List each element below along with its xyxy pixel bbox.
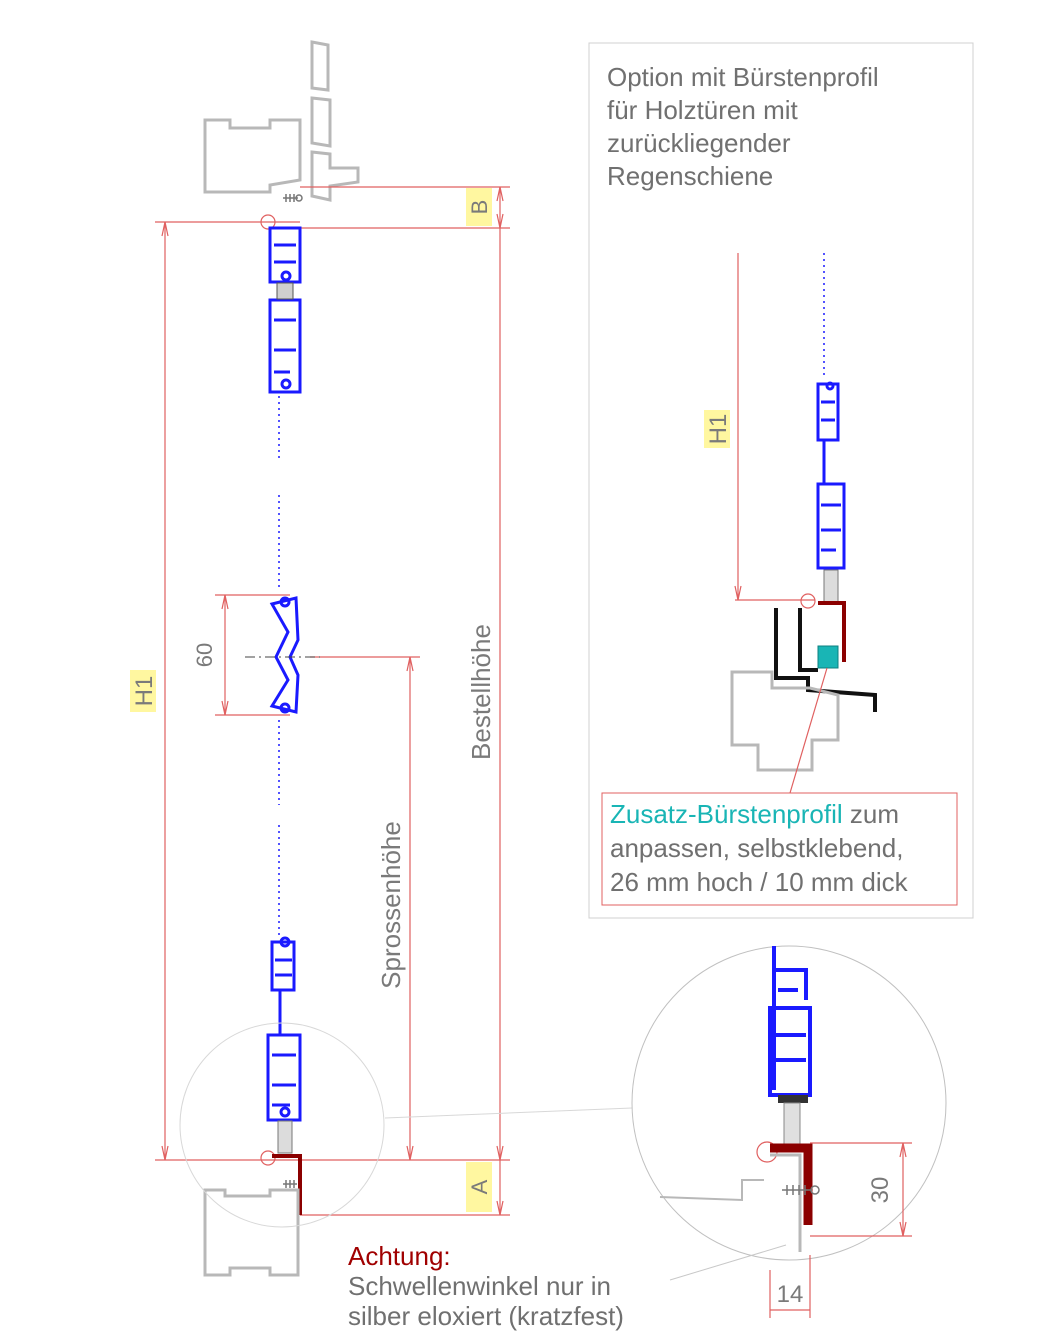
dim-label-h1-left: H1 bbox=[131, 676, 158, 707]
detail-threshold-silver bbox=[770, 1153, 802, 1252]
warning-leader bbox=[669, 1244, 787, 1281]
zusatz-line-3: 26 mm hoch / 10 mm dick bbox=[610, 867, 909, 897]
bottom-door-frame bbox=[203, 1188, 300, 1277]
upper-brush bbox=[276, 282, 294, 300]
zusatz-leader bbox=[789, 667, 828, 794]
option-profile bbox=[816, 381, 846, 570]
zusatz-highlight: Zusatz-Bürstenprofil bbox=[610, 799, 843, 829]
detail-profile bbox=[768, 946, 812, 1097]
zusatz-note-text: Zusatz-Bürstenprofil zum anpassen, selbs… bbox=[610, 799, 909, 897]
dimension-lines-left bbox=[155, 186, 510, 1216]
option-line-1: Option mit Bürstenprofil bbox=[607, 62, 879, 92]
dim-label-b: B bbox=[467, 200, 492, 215]
zusatz-line-1: Zusatz-Bürstenprofil zum bbox=[610, 799, 899, 829]
detail-frame bbox=[659, 1179, 764, 1202]
rain-rail bbox=[774, 608, 877, 712]
option-wood-frame bbox=[730, 670, 840, 772]
detail-dimensions bbox=[769, 1142, 912, 1318]
option-threshold-angle bbox=[818, 601, 846, 662]
dim-label-30: 30 bbox=[867, 1177, 894, 1204]
option-box bbox=[588, 42, 974, 919]
a-tag bbox=[466, 1162, 492, 1212]
dim-label-sprossenhoehe: Sprossenhöhe bbox=[376, 821, 406, 989]
lower-brush bbox=[277, 1120, 293, 1154]
zusatz-line-1-rest: zum bbox=[843, 799, 899, 829]
b-tag bbox=[466, 188, 492, 226]
warning-line-1: Schwellenwinkel nur in bbox=[348, 1271, 611, 1301]
zusatz-note-box bbox=[601, 792, 958, 906]
middle-sprosse-profile bbox=[269, 596, 300, 714]
option-line-4: Regenschiene bbox=[607, 161, 773, 191]
warning-title: Achtung: bbox=[348, 1241, 451, 1271]
option-line-3: zurückliegender bbox=[607, 128, 791, 158]
h1-left-tag bbox=[130, 670, 156, 712]
warning-text: Achtung: Schwellenwinkel nur in silber e… bbox=[348, 1241, 624, 1331]
warning-line-2: silber eloxiert (kratzfest) bbox=[348, 1301, 624, 1331]
detail-view-circle bbox=[631, 945, 947, 1261]
top-screw bbox=[283, 194, 303, 202]
dim-label-h1-right: H1 bbox=[705, 414, 732, 445]
dim-label-bestellhoehe: Bestellhöhe bbox=[466, 624, 496, 760]
option-pivot-marker bbox=[800, 593, 816, 609]
zusatz-line-2: anpassen, selbstklebend, bbox=[610, 833, 903, 863]
option-brush bbox=[823, 569, 839, 603]
detail-connector bbox=[384, 1107, 633, 1119]
dim-label-14: 14 bbox=[777, 1281, 804, 1308]
detail-seal bbox=[778, 1095, 808, 1103]
detail-threshold-angle bbox=[770, 1143, 813, 1225]
top-pivot-marker bbox=[260, 214, 276, 230]
rain-rail-lip bbox=[798, 608, 818, 672]
upper-profile bbox=[268, 226, 302, 394]
dim-label-60: 60 bbox=[192, 643, 217, 667]
additional-brush-profile bbox=[817, 645, 839, 669]
bottom-screw bbox=[283, 1180, 297, 1188]
dim-label-a: A bbox=[467, 1179, 492, 1194]
detail-screw bbox=[782, 1185, 820, 1195]
detail-callout-circle bbox=[179, 1022, 385, 1228]
lower-profile bbox=[266, 936, 302, 1122]
h1-right-tag bbox=[704, 410, 730, 448]
option-line-2: für Holztüren mit bbox=[607, 95, 798, 125]
threshold-angle bbox=[272, 1154, 302, 1215]
option-box-text: Option mit Bürstenprofil für Holztüren m… bbox=[607, 62, 879, 191]
top-door-frame bbox=[203, 40, 360, 202]
option-dimension bbox=[734, 253, 815, 601]
